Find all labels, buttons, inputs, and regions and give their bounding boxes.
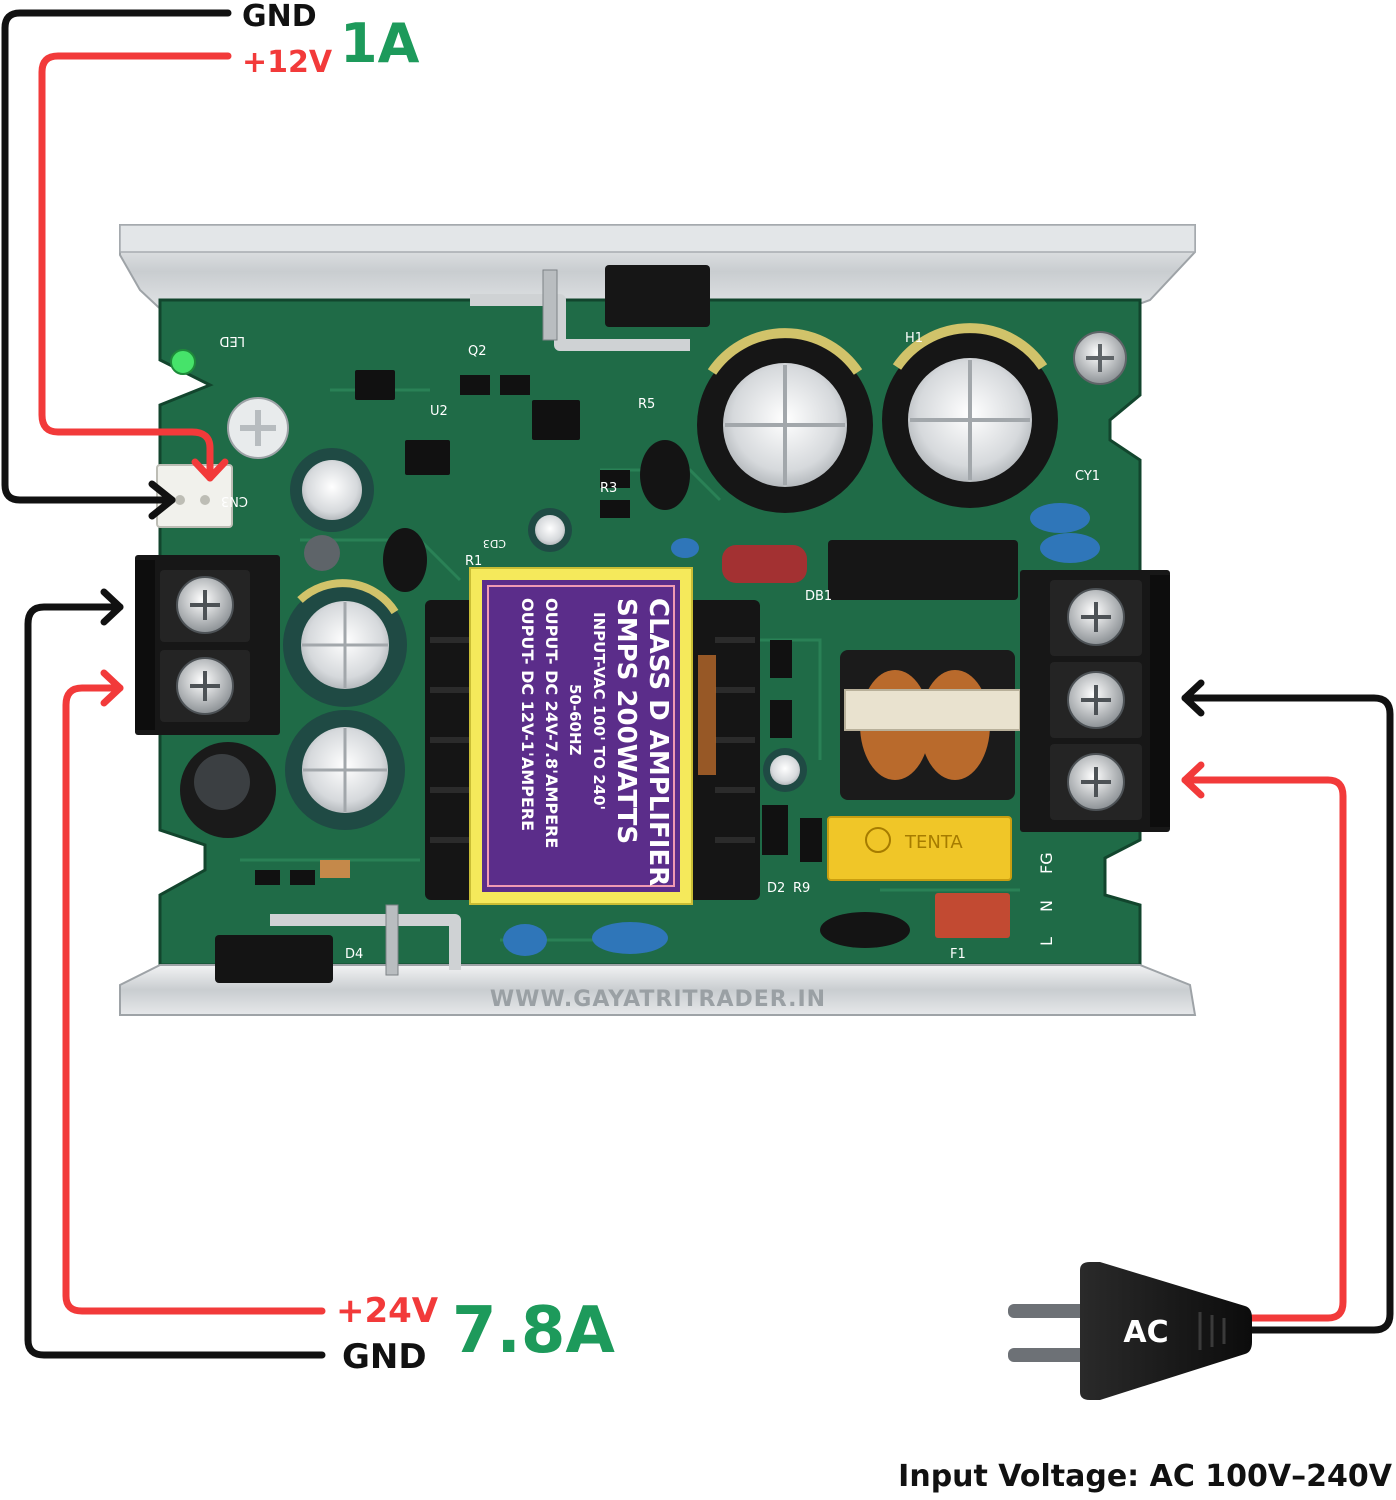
plug-label: AC <box>1123 1315 1168 1350</box>
arrow-24v-pos <box>100 669 124 707</box>
cn3-connector: CN3 <box>156 464 248 528</box>
ac-plug: AC <box>1008 1262 1252 1400</box>
film-capacitor <box>722 545 807 583</box>
silk-r1: R1 <box>465 554 482 569</box>
label-12v-gnd: GND <box>242 0 317 34</box>
top-transistor <box>470 265 710 351</box>
wire-12v-gnd <box>1 9 232 504</box>
wire-ac-neutral <box>1181 694 1394 1334</box>
small-capacitor-1 <box>290 448 374 532</box>
output-terminal-block <box>135 555 280 735</box>
output-capacitor-1 <box>283 579 407 707</box>
input-voltage-caption: Input Voltage: AC 100V–240V <box>898 1459 1393 1494</box>
x-capacitor: TENTA <box>827 816 1012 881</box>
sticker-line5: OUPUT- DC 24V-7.8'AMPERE <box>542 598 561 848</box>
smd-components <box>255 370 822 885</box>
label-24v-current: 7.8A <box>452 1294 615 1368</box>
silk-r9: R9 <box>793 881 810 896</box>
silk-cd3: CD3 <box>483 537 506 550</box>
wiring <box>1 9 1394 1359</box>
transistor-q <box>640 440 690 510</box>
sticker-line3: INPUT-VAC 100' TO 240' <box>590 612 608 810</box>
y-capacitors <box>503 503 1100 956</box>
sticker-text: CLASS D AMPLIFIER SMPS 200WATTS INPUT-VA… <box>518 598 673 886</box>
small-capacitor-2: CD3 <box>483 508 572 552</box>
wire-ac-live <box>1181 776 1347 1322</box>
bridge-rectifier <box>828 540 1018 600</box>
silk-r3: R3 <box>600 481 617 496</box>
label-12v-current: 1A <box>340 12 420 75</box>
arrow-ac-live <box>1181 761 1205 799</box>
power-supply-board: LED CN3 <box>119 224 1197 1016</box>
x-capacitor-brand: TENTA <box>904 832 963 853</box>
output-inductor <box>180 742 276 838</box>
sticker-line2: SMPS 200WATTS <box>611 598 641 844</box>
thermistor <box>820 912 910 948</box>
silk-terminal-n: N <box>1037 900 1056 912</box>
bottom-heatsink <box>119 964 1197 1016</box>
label-24v-gnd: GND <box>342 1337 427 1377</box>
sticker-line4: 50-60HZ <box>566 684 584 756</box>
silk-db1: DB1 <box>805 589 832 604</box>
fuse <box>935 893 1010 938</box>
label-12v-pos: +12V <box>242 45 333 80</box>
arrow-ac-neutral <box>1181 679 1205 717</box>
small-capacitor-3 <box>763 748 807 792</box>
silk-cn3: CN3 <box>221 493 248 508</box>
rating-sticker: CLASS D AMPLIFIER SMPS 200WATTS INPUT-VA… <box>469 567 693 905</box>
silk-led: LED <box>220 333 245 348</box>
silk-q2: Q2 <box>468 344 487 359</box>
silk-d2: D2 <box>767 881 785 896</box>
status-led: LED <box>170 333 245 375</box>
plug-pin-2 <box>1008 1348 1100 1362</box>
silk-u2: U2 <box>430 404 448 419</box>
wire-24v-pos <box>62 684 326 1315</box>
bottom-transistor <box>215 904 461 983</box>
sticker-line1: CLASS D AMPLIFIER <box>643 598 673 886</box>
silk-cy1: CY1 <box>1075 469 1100 484</box>
silk-r5: R5 <box>638 397 655 412</box>
input-terminal-labels: L N FG <box>1037 852 1056 946</box>
input-terminal-block <box>1020 570 1170 832</box>
mounting-screw <box>1073 331 1127 385</box>
mosfet-small <box>383 528 427 592</box>
sticker-line6: OUPUT- DC 12V-1'AMPERE <box>518 598 537 831</box>
silk-h1: H1 <box>905 331 923 346</box>
label-24v-pos: +24V <box>336 1291 439 1331</box>
arrow-24v-gnd <box>100 588 124 626</box>
wire-12v-pos <box>38 52 232 482</box>
silk-d4: D4 <box>345 947 363 962</box>
silk-terminal-l: L <box>1037 937 1056 946</box>
potentiometer <box>227 397 289 459</box>
silk-terminal-fg: FG <box>1037 852 1056 874</box>
plug-pin-1 <box>1008 1304 1100 1318</box>
bulk-capacitor-2 <box>882 323 1058 508</box>
output-capacitor-2 <box>285 710 405 830</box>
common-mode-choke <box>840 650 1021 800</box>
arrow-12v-pos <box>191 458 229 482</box>
small-capacitor-4 <box>304 535 340 571</box>
wire-24v-gnd <box>24 603 326 1359</box>
silkscreen-labels: U2 Q2 R1 R3 R5 R9 D2 D4 DB1 F1 H1 <box>345 331 966 962</box>
silk-f1: F1 <box>950 947 966 962</box>
bulk-capacitor-1 <box>697 328 873 513</box>
watermark: WWW.GAYATRITRADER.IN <box>490 987 826 1012</box>
arrow-12v-gnd <box>148 480 176 520</box>
